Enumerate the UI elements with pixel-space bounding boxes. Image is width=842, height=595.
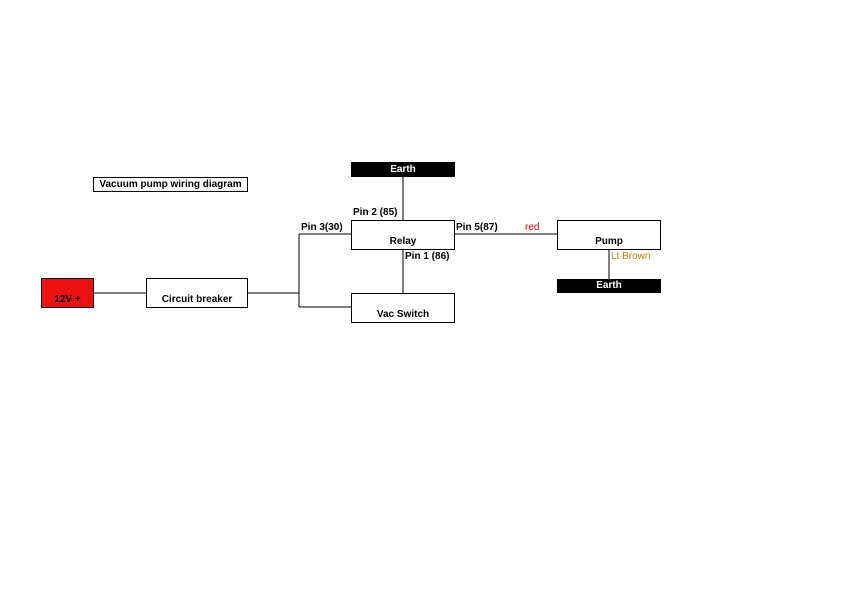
pin3-label: Pin 3(30) — [301, 222, 343, 233]
earth-top-block: Earth — [351, 162, 455, 177]
wire-lt-brown-label: Lt Brown — [611, 251, 651, 262]
diagram-title: Vacuum pump wiring diagram — [93, 177, 248, 192]
pin1-label: Pin 1 (86) — [405, 251, 450, 262]
earth-pump-block: Earth — [557, 279, 661, 293]
wire-red-label: red — [525, 222, 540, 233]
power-12v-block: 12V + — [41, 278, 94, 308]
vac-switch-block: Vac Switch — [351, 293, 455, 323]
pin5-label: Pin 5(87) — [456, 222, 498, 233]
pump-block: Pump — [557, 220, 661, 250]
circuit-breaker-block: Circuit breaker — [146, 278, 248, 308]
relay-block: Relay — [351, 220, 455, 250]
pin2-label: Pin 2 (85) — [353, 207, 398, 218]
